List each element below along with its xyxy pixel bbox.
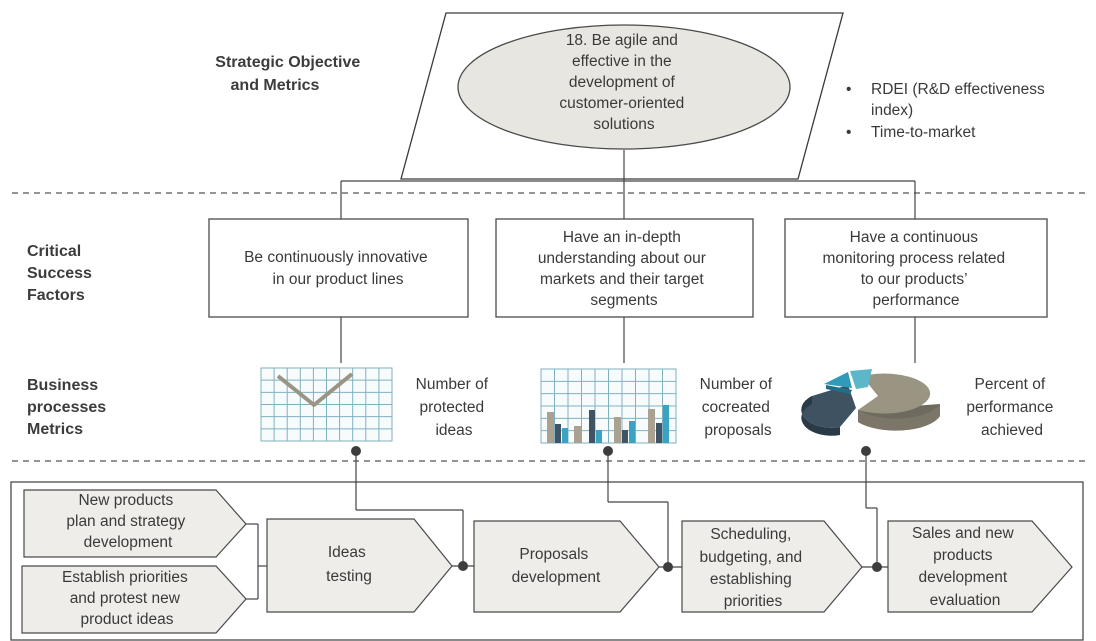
- junction-dot: [663, 562, 673, 572]
- process-arrow-proposals: [473, 520, 660, 613]
- csf-box-monitoring: [784, 218, 1048, 318]
- objective-ellipse: [457, 24, 791, 150]
- objective-text: 18. Be agile and effective in the develo…: [559, 32, 688, 133]
- input-bracket: [246, 523, 267, 600]
- junction-dot: [872, 562, 882, 572]
- metric-rdei: RDEI (R&D effectiveness index): [871, 81, 1049, 119]
- bar-chart-icon: [540, 368, 677, 444]
- tree-connector: [340, 150, 916, 363]
- process-arrow-scheduling: [681, 520, 863, 613]
- section-label-strategic: Strategic Objective and Metrics: [215, 54, 364, 94]
- section-label-business: Business processes Metrics: [27, 377, 111, 438]
- section-label-critical: Critical Success Factors: [27, 243, 96, 304]
- connector-dot: [861, 446, 871, 456]
- process-text-scheduling: Scheduling, budgeting, and establishing …: [700, 526, 807, 610]
- process-arrow-ideas-testing: [266, 518, 453, 613]
- input-text-new-products: New products plan and strategy developme…: [66, 492, 189, 551]
- connector-dot: [603, 446, 613, 456]
- metric-text-performance: Percent of performance achieved: [966, 376, 1057, 439]
- csf-text-innovative: Be continuously innovative in our produc…: [244, 249, 432, 288]
- input-text-priorities: Establish priorities and protest new pro…: [62, 569, 192, 628]
- objective-metrics-list: • RDEI (R&D effectiveness index) • Time-…: [846, 81, 1049, 141]
- metric-connectors: [355, 451, 878, 566]
- input-arrow-priorities: [21, 565, 247, 634]
- bullet-icon: •: [846, 81, 851, 98]
- csf-text-understanding: Have an in-depth understanding about our…: [538, 229, 710, 309]
- csf-box-innovative: [208, 218, 469, 318]
- process-text-ideas-testing: Ideas testing: [326, 544, 372, 585]
- bullet-icon: •: [846, 124, 851, 141]
- connector-dot: [351, 446, 361, 456]
- process-text-proposals: Proposals development: [512, 546, 601, 586]
- pie-chart-icon: [801, 369, 940, 436]
- junction-dot: [458, 561, 468, 571]
- line-chart-icon: [260, 367, 393, 442]
- process-arrow-sales-evaluation: [887, 520, 1073, 613]
- process-text-sales-evaluation: Sales and new products development evalu…: [912, 525, 1018, 609]
- csf-box-understanding: [495, 218, 754, 318]
- metric-time-to-market: Time-to-market: [871, 124, 976, 141]
- csf-text-monitoring: Have a continuous monitoring process rel…: [823, 229, 1010, 309]
- input-arrow-new-products: [23, 489, 247, 558]
- metric-text-protected-ideas: Number of protected ideas: [416, 376, 493, 439]
- metric-text-cocreated-proposals: Number of cocreated proposals: [700, 376, 777, 439]
